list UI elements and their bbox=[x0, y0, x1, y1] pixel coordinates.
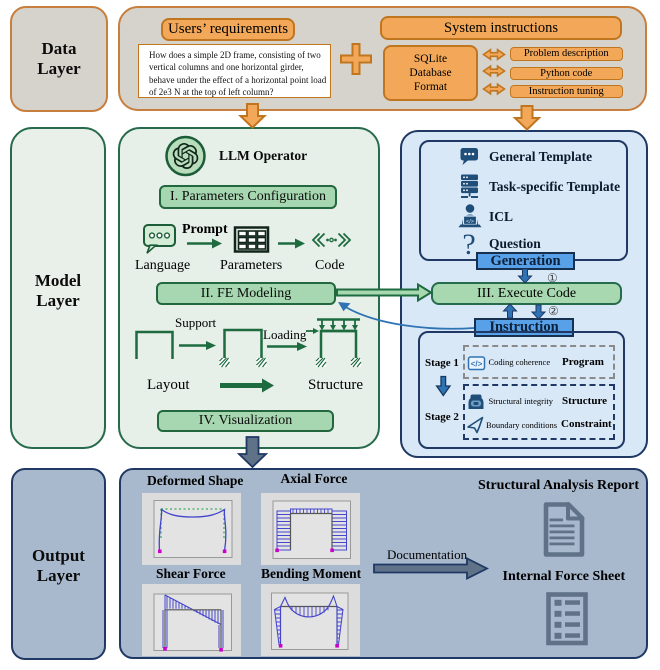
svg-text:</>: </> bbox=[466, 219, 474, 225]
svg-text:?: ? bbox=[462, 228, 475, 261]
svg-text:</>: </> bbox=[471, 359, 483, 368]
